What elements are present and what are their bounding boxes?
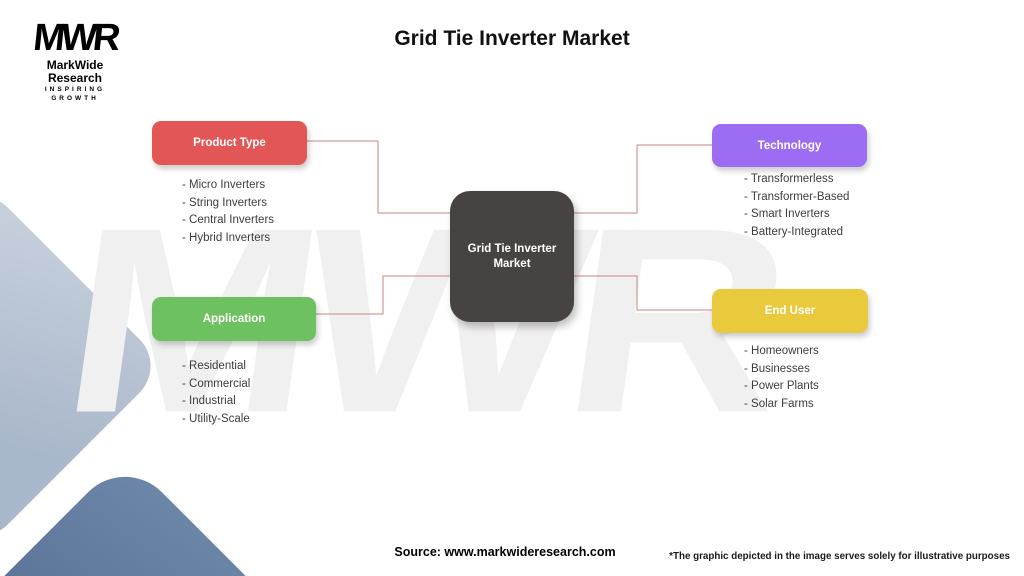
branch-box-product-type: Product Type <box>152 121 307 165</box>
branch-list-technology: - Transformerless - Transformer-Based - … <box>744 171 849 241</box>
logo-name: MarkWide Research <box>46 58 104 85</box>
list-item: - Homeowners <box>744 345 819 357</box>
list-item: - String Inverters <box>182 196 267 209</box>
branch-box-end-user: End User <box>712 289 868 333</box>
list-item: - Transformer-Based <box>744 190 850 203</box>
logo-tagline: INSPIRING GROWTH <box>44 86 106 102</box>
list-item: - Residential <box>182 360 246 372</box>
branch-list-application: - Residential - Commercial - Industrial … <box>182 358 250 428</box>
branch-list-end-user: - Homeowners - Businesses - Power Plants… <box>744 343 819 413</box>
list-item: - Central Inverters <box>182 214 275 226</box>
page-title: Grid Tie Inverter Market <box>394 27 630 50</box>
list-item: - Solar Farms <box>744 397 814 410</box>
list-item: - Smart Inverters <box>744 208 830 220</box>
list-item: - Transformerless <box>744 173 834 185</box>
list-item: - Micro Inverters <box>182 179 266 191</box>
list-item: - Battery-Integrated <box>744 225 844 238</box>
branch-box-technology: Technology <box>712 124 867 167</box>
list-item: - Commercial <box>182 377 251 390</box>
list-item: - Industrial <box>182 395 236 407</box>
logo: MWR MarkWide Research INSPIRING GROWTH <box>20 17 130 103</box>
list-item: - Hybrid Inverters <box>182 231 271 244</box>
list-item: - Power Plants <box>744 380 819 392</box>
branch-box-application: Application <box>152 297 316 341</box>
branch-list-product-type: - Micro Inverters - String Inverters - C… <box>182 177 274 247</box>
disclaimer-text: *The graphic depicted in the image serve… <box>669 551 1010 562</box>
list-item: - Utility-Scale <box>182 412 250 425</box>
center-node: Grid Tie Inverter Market <box>450 191 574 322</box>
list-item: - Businesses <box>744 362 810 375</box>
source-text: Source: www.markwideresearch.com <box>394 545 616 559</box>
